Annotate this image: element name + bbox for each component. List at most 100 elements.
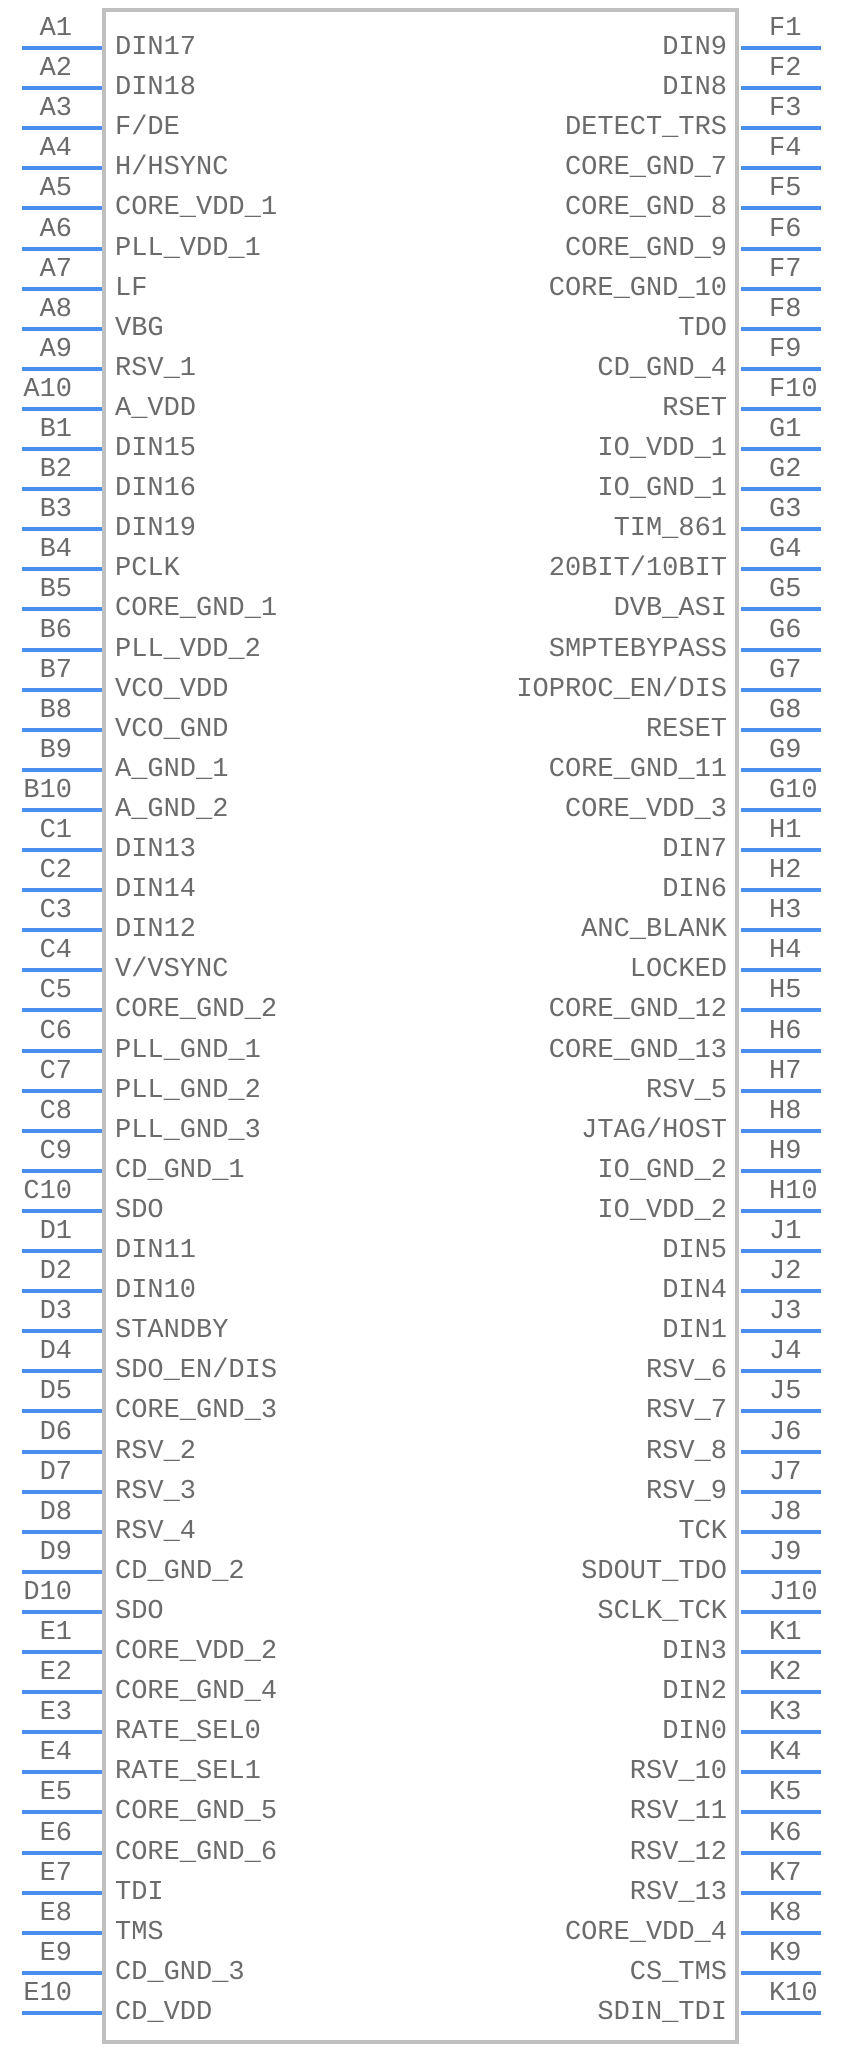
pin-number: K10 xyxy=(769,1979,818,2009)
pin-name-label: IO_VDD_1 xyxy=(597,434,727,464)
pin-line xyxy=(741,1730,821,1734)
pin-line xyxy=(741,688,821,692)
pin-number: F7 xyxy=(769,255,802,285)
pin-line xyxy=(741,1409,821,1413)
pin-line xyxy=(22,607,102,611)
pin-line xyxy=(741,1891,821,1895)
pin-name-label: DETECT_TRS xyxy=(564,113,727,143)
pin-number: F1 xyxy=(769,14,802,44)
pin-line xyxy=(741,247,821,251)
pin-name-label: RSV_1 xyxy=(115,354,197,384)
pin-number: B4 xyxy=(39,535,72,565)
pin-name-label: DIN14 xyxy=(115,875,197,905)
pin-name-label: IO_VDD_2 xyxy=(597,1196,727,1226)
pin-number: F4 xyxy=(769,134,802,164)
pin-line xyxy=(22,848,102,852)
pin-number: D7 xyxy=(39,1458,72,1488)
pin-number: G10 xyxy=(769,776,818,806)
pin-name-label: PLL_VDD_1 xyxy=(115,234,261,264)
pin-name-label: LF xyxy=(115,274,148,304)
pin-line xyxy=(22,1049,102,1053)
pin-name-label: RSV_8 xyxy=(645,1437,727,1467)
pin-line xyxy=(741,1810,821,1814)
pin-line xyxy=(741,86,821,90)
pin-line xyxy=(22,407,102,411)
pin-line xyxy=(22,1891,102,1895)
pin-line xyxy=(22,1610,102,1614)
pin-line xyxy=(741,1129,821,1133)
pin-number: K3 xyxy=(769,1698,802,1728)
pin-number: G1 xyxy=(769,415,802,445)
pin-number: D4 xyxy=(39,1337,72,1367)
pin-line xyxy=(741,2011,821,2015)
pin-number: B9 xyxy=(39,736,72,766)
pin-line xyxy=(22,1129,102,1133)
pin-line xyxy=(741,447,821,451)
pin-name-label: DIN12 xyxy=(115,915,197,945)
pin-line xyxy=(741,567,821,571)
pin-name-label: JTAG/HOST xyxy=(581,1116,727,1146)
pin-name-label: DIN6 xyxy=(662,875,727,905)
pin-name-label: CORE_GND_3 xyxy=(115,1396,278,1426)
pin-name-label: CORE_GND_8 xyxy=(564,193,727,223)
pin-number: E5 xyxy=(39,1778,72,1808)
pin-number: J1 xyxy=(769,1217,802,1247)
pin-line xyxy=(741,1490,821,1494)
pin-number: K7 xyxy=(769,1859,802,1889)
pin-line xyxy=(741,1369,821,1373)
pin-line xyxy=(22,2011,102,2015)
pin-name-label: DIN10 xyxy=(115,1276,197,1306)
pin-number: F3 xyxy=(769,94,802,124)
pin-number: K9 xyxy=(769,1939,802,1969)
pin-name-label: VCO_VDD xyxy=(115,675,229,705)
pin-line xyxy=(22,1570,102,1574)
pin-number: A3 xyxy=(39,94,72,124)
pin-line xyxy=(22,808,102,812)
pin-number: G8 xyxy=(769,696,802,726)
pin-line xyxy=(741,527,821,531)
pin-number: E3 xyxy=(39,1698,72,1728)
pin-number: E7 xyxy=(39,1859,72,1889)
pin-number: H3 xyxy=(769,896,802,926)
pin-line xyxy=(741,928,821,932)
pin-name-label: RSV_11 xyxy=(629,1797,727,1827)
pin-number: J3 xyxy=(769,1297,802,1327)
pin-line xyxy=(22,648,102,652)
pin-name-label: TDO xyxy=(678,314,727,344)
pin-name-label: PLL_GND_2 xyxy=(115,1076,261,1106)
pin-name-label: RSV_7 xyxy=(645,1396,727,1426)
pin-number: A5 xyxy=(39,174,72,204)
pin-name-label: DIN8 xyxy=(662,73,727,103)
pin-line xyxy=(22,1409,102,1413)
pin-line xyxy=(741,728,821,732)
pin-name-label: SDO xyxy=(115,1597,164,1627)
pin-number: J10 xyxy=(769,1578,818,1608)
pin-name-label: RSV_12 xyxy=(629,1838,727,1868)
pin-line xyxy=(741,968,821,972)
pin-name-label: VCO_GND xyxy=(115,715,229,745)
pin-line xyxy=(22,1810,102,1814)
pin-line xyxy=(22,126,102,130)
pin-name-label: CORE_GND_10 xyxy=(548,274,727,304)
pin-name-label: PLL_VDD_2 xyxy=(115,635,261,665)
pin-number: D8 xyxy=(39,1498,72,1528)
pin-line xyxy=(741,287,821,291)
pin-line xyxy=(22,1450,102,1454)
pin-number: K6 xyxy=(769,1819,802,1849)
pin-name-label: DIN18 xyxy=(115,73,197,103)
pin-number: J4 xyxy=(769,1337,802,1367)
pin-number: J7 xyxy=(769,1458,802,1488)
pin-name-label: IO_GND_2 xyxy=(597,1156,727,1186)
pin-line xyxy=(741,888,821,892)
pin-name-label: PLL_GND_1 xyxy=(115,1036,261,1066)
pin-name-label: CD_GND_2 xyxy=(115,1557,245,1587)
pin-line xyxy=(22,1369,102,1373)
pin-name-label: H/HSYNC xyxy=(115,153,229,183)
pin-name-label: CORE_GND_4 xyxy=(115,1677,278,1707)
pin-name-label: PCLK xyxy=(115,554,180,584)
pin-name-label: DIN15 xyxy=(115,434,197,464)
pin-name-label: SCLK_TCK xyxy=(597,1597,727,1627)
pin-number: F5 xyxy=(769,174,802,204)
pin-number: C6 xyxy=(39,1017,72,1047)
pin-name-label: IOPROC_EN/DIS xyxy=(516,675,727,705)
